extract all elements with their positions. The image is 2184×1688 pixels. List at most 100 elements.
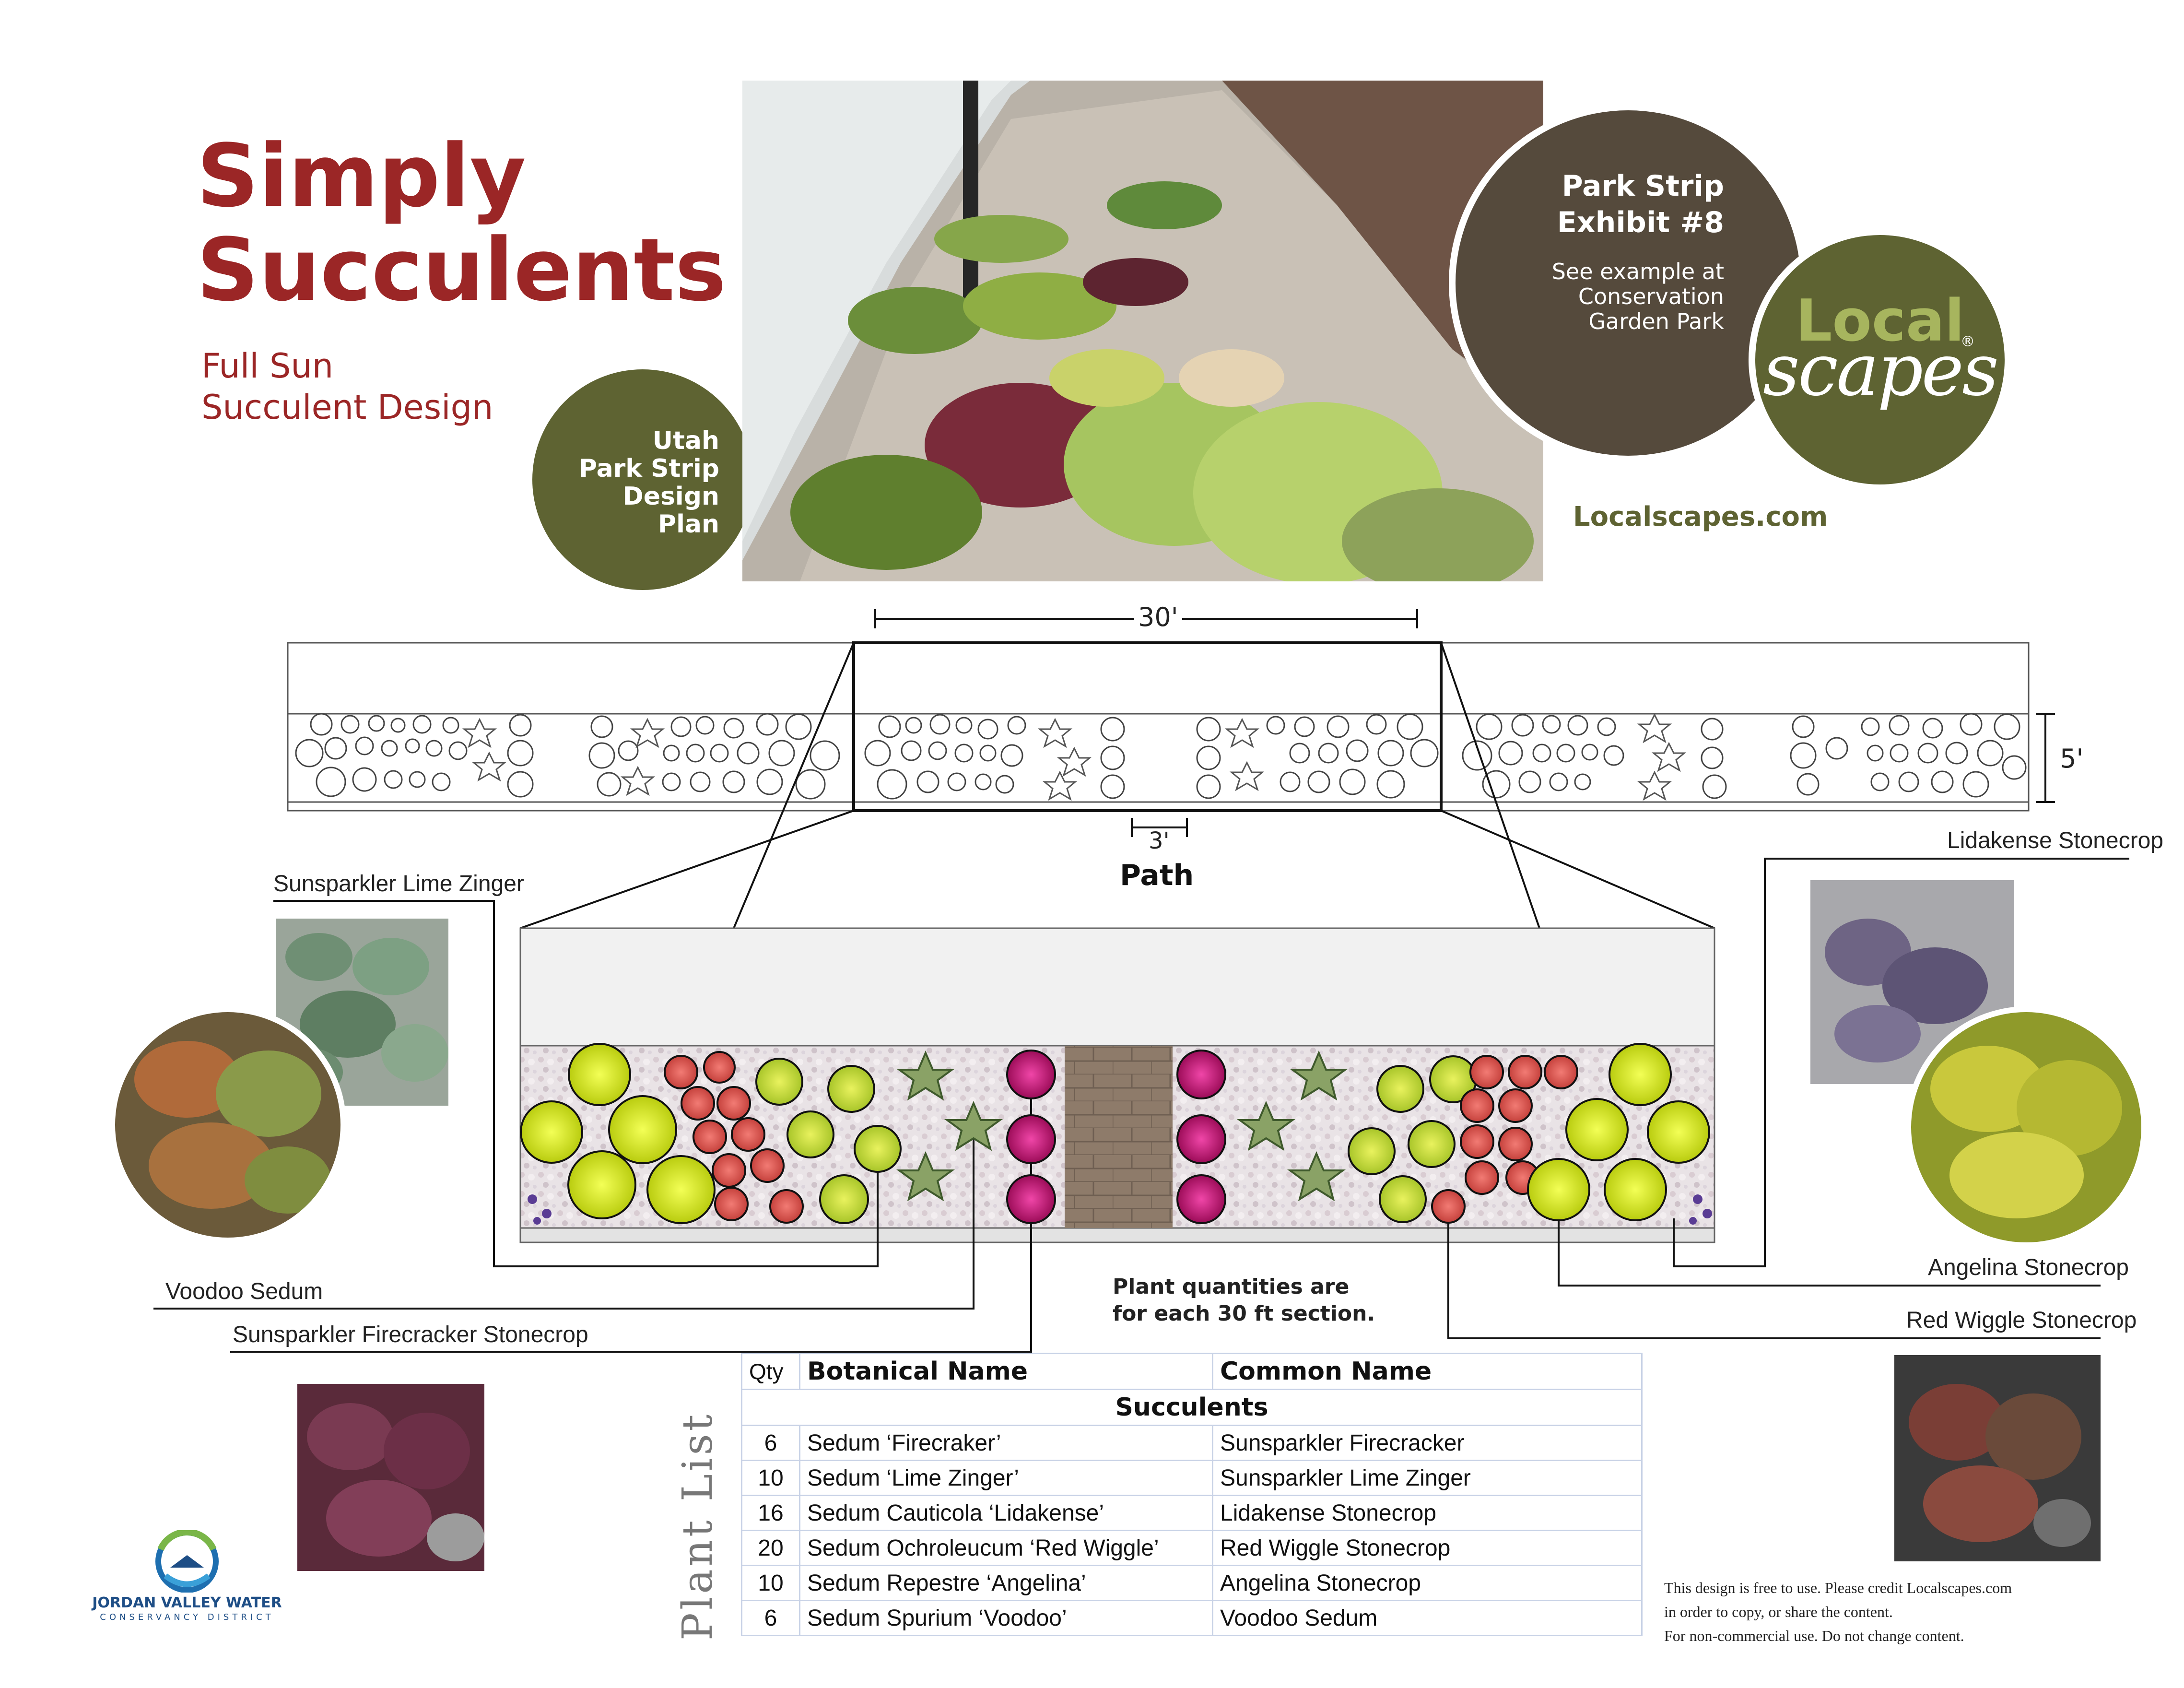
red-wiggle-plant bbox=[1508, 1055, 1542, 1089]
angelina-plant bbox=[520, 1100, 583, 1164]
path-label: Path bbox=[1120, 859, 1194, 892]
plant-list-table: Qty Botanical Name Common Name Succulent… bbox=[741, 1353, 1643, 1636]
page-subtitle: Full Sun Succulent Design bbox=[201, 345, 493, 428]
red-wiggle-plant bbox=[1544, 1055, 1578, 1089]
quantity-note: Plant quantities are for each 30 ft sect… bbox=[1113, 1274, 1375, 1327]
lime-zinger-plant bbox=[755, 1058, 803, 1106]
credit-line: This design is free to use. Please credi… bbox=[1664, 1579, 2012, 1596]
voodoo-photo bbox=[115, 1012, 341, 1238]
exhibit-title-line: Park Strip bbox=[1562, 169, 1724, 203]
voodoo-plant bbox=[896, 1151, 955, 1202]
firecracker-plant bbox=[1006, 1174, 1056, 1224]
exhibit-badge: Park Strip Exhibit #8 See example at Con… bbox=[1456, 110, 1801, 456]
cell-botanical: Sedum ‘Firecraker’ bbox=[799, 1425, 1213, 1461]
table-row: 10 Sedum ‘Lime Zinger’ Sunsparkler Lime … bbox=[741, 1460, 1643, 1496]
cell-qty: 10 bbox=[741, 1565, 800, 1601]
label-angelina: Angelina Stonecrop bbox=[1928, 1255, 2129, 1280]
voodoo-plant bbox=[1236, 1100, 1296, 1151]
exhibit-title-line: Exhibit #8 bbox=[1557, 206, 1724, 239]
table-header-row: Qty Botanical Name Common Name bbox=[741, 1353, 1643, 1390]
red-wiggle-plant bbox=[1465, 1160, 1499, 1195]
label-lidakense: Lidakense Stonecrop bbox=[1947, 828, 2163, 853]
red-wiggle-plant bbox=[714, 1187, 749, 1221]
title-line-1: Simply bbox=[197, 126, 526, 226]
cell-qty: 6 bbox=[741, 1425, 800, 1461]
header-common: Common Name bbox=[1212, 1353, 1643, 1390]
strip-width-label: 5' bbox=[2060, 744, 2084, 774]
lidakense-plant bbox=[528, 1194, 537, 1204]
cell-common: Lidakense Stonecrop bbox=[1212, 1495, 1643, 1531]
firecracker-plant bbox=[1006, 1050, 1056, 1099]
title-line-2: Succulents bbox=[197, 220, 727, 320]
lime-zinger-plant bbox=[854, 1125, 902, 1173]
red-wiggle-plant bbox=[1498, 1127, 1533, 1161]
subtitle-line-1: Full Sun bbox=[201, 346, 334, 386]
exhibit-note-line: Conservation bbox=[1578, 283, 1724, 309]
angelina-plant bbox=[1604, 1158, 1667, 1221]
badge-line: Utah bbox=[652, 426, 719, 455]
cell-common: Angelina Stonecrop bbox=[1212, 1565, 1643, 1601]
red-wiggle-plant bbox=[1498, 1088, 1533, 1123]
label-lime-zinger: Sunsparkler Lime Zinger bbox=[273, 871, 524, 897]
quantity-note-line: Plant quantities are bbox=[1113, 1275, 1350, 1299]
angelina-plant bbox=[1609, 1043, 1672, 1106]
angelina-plant bbox=[646, 1155, 716, 1224]
voodoo-plant bbox=[896, 1050, 955, 1101]
website-link[interactable]: Localscapes.com bbox=[1573, 501, 1828, 532]
lidakense-plant bbox=[1693, 1194, 1703, 1204]
badge-line: Plan bbox=[658, 510, 719, 539]
angelina-plant bbox=[567, 1150, 636, 1219]
table-section-row: Succulents bbox=[741, 1389, 1643, 1426]
section-length-label: 30' bbox=[1134, 602, 1182, 632]
exhibit-note-line: Garden Park bbox=[1588, 308, 1724, 334]
cell-qty: 20 bbox=[741, 1530, 800, 1566]
angelina-plant bbox=[568, 1043, 631, 1106]
cell-common: Sunsparkler Firecracker bbox=[1212, 1425, 1643, 1461]
lime-zinger-plant bbox=[1348, 1127, 1396, 1175]
lidakense-plant bbox=[542, 1209, 552, 1218]
voodoo-plant bbox=[1287, 1151, 1346, 1202]
quantity-note-line: for each 30 ft section. bbox=[1113, 1301, 1375, 1326]
firecracker-plant bbox=[1176, 1114, 1226, 1164]
credit-line: in order to copy, or share the content. bbox=[1664, 1603, 1893, 1620]
cell-qty: 10 bbox=[741, 1460, 800, 1496]
table-row: 16 Sedum Cauticola ‘Lidakense’ Lidakense… bbox=[741, 1495, 1643, 1531]
cell-botanical: Sedum Spurium ‘Voodoo’ bbox=[799, 1600, 1213, 1636]
lime-zinger-plant bbox=[1376, 1065, 1424, 1113]
firecracker-plant bbox=[1176, 1174, 1226, 1224]
red-wiggle-plant bbox=[1460, 1124, 1494, 1159]
lime-zinger-plant bbox=[787, 1110, 834, 1158]
red-wiggle-plant bbox=[703, 1051, 736, 1084]
table-row: 10 Sedum Repestre ‘Angelina’ Angelina St… bbox=[741, 1565, 1643, 1601]
red-wiggle-plant bbox=[664, 1055, 698, 1089]
angelina-plant bbox=[1647, 1100, 1710, 1164]
header-qty: Qty bbox=[741, 1353, 800, 1390]
red-wiggle-plant bbox=[712, 1153, 746, 1188]
angelina-plant bbox=[1565, 1098, 1629, 1161]
plant-list-side-label: Plant List bbox=[674, 1411, 722, 1641]
firecracker-plant bbox=[1006, 1114, 1056, 1164]
voodoo-plant bbox=[944, 1100, 1003, 1151]
red-wiggle-plant bbox=[693, 1120, 727, 1154]
jordan-valley-water-logo: JORDAN VALLEY WATER CONSERVANCY DISTRICT bbox=[89, 1528, 285, 1622]
lime-zinger-photo bbox=[276, 919, 448, 1106]
label-red-wiggle: Red Wiggle Stonecrop bbox=[1906, 1308, 2137, 1333]
voodoo-plant bbox=[1289, 1050, 1349, 1101]
label-voodoo: Voodoo Sedum bbox=[165, 1279, 323, 1304]
red-wiggle-photo bbox=[1894, 1355, 2101, 1561]
lidakense-plant bbox=[1689, 1217, 1697, 1225]
red-wiggle-plant bbox=[716, 1086, 751, 1121]
localscapes-logo: Local scapes ® bbox=[1755, 235, 2005, 484]
firecracker-photo bbox=[297, 1384, 484, 1571]
angelina-plant bbox=[1527, 1158, 1590, 1221]
section-succulents: Succulents bbox=[741, 1389, 1643, 1426]
cell-qty: 6 bbox=[741, 1600, 800, 1636]
table-row: 6 Sedum ‘Firecraker’ Sunsparkler Firecra… bbox=[741, 1425, 1643, 1461]
exhibit-note-line: See example at bbox=[1551, 259, 1724, 284]
utah-plan-badge: Utah Park Strip Design Plan bbox=[532, 369, 753, 590]
lime-zinger-plant bbox=[1379, 1175, 1427, 1223]
table-row: 6 Sedum Spurium ‘Voodoo’ Voodoo Sedum bbox=[741, 1600, 1643, 1636]
table-row: 20 Sedum Ochroleucum ‘Red Wiggle’ Red Wi… bbox=[741, 1530, 1643, 1566]
cell-botanical: Sedum Cauticola ‘Lidakense’ bbox=[799, 1495, 1213, 1531]
cell-common: Voodoo Sedum bbox=[1212, 1600, 1643, 1636]
